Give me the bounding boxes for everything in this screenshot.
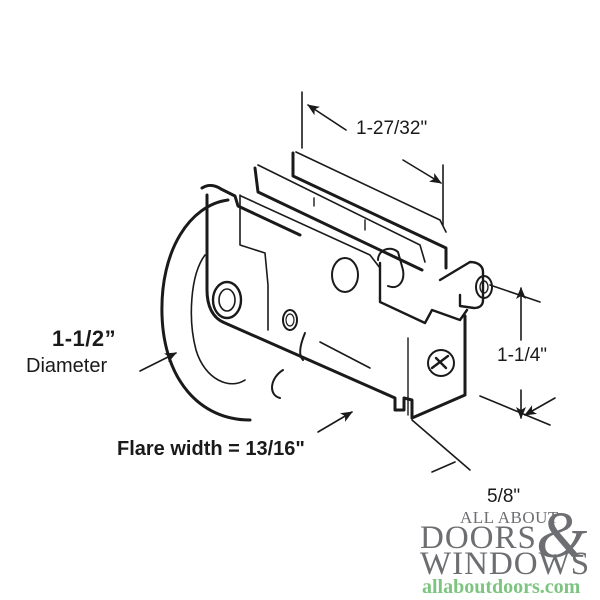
diameter-text-label: Diameter [26,355,108,377]
wheel [160,198,284,422]
logo-line-doors: DOORS [420,520,537,556]
width-dimension-label: 5/8" [487,486,521,507]
brand-logo: ALL ABOUT & DOORS WINDOWS allaboutdoors.… [418,499,600,600]
logo-line-windows: WINDOWS [420,546,591,582]
logo-url: allaboutdoors.com [422,576,581,598]
diameter-value-label: 1-1/2” [52,326,117,351]
logo-ampersand: & [536,499,588,572]
housing-plates [200,151,448,272]
height-dimension-label: 1-1/4" [497,345,548,366]
screw [427,349,455,377]
length-dimension-label: 1-27/32" [356,118,428,139]
logo-line-all-about: ALL ABOUT [460,508,559,527]
flare-width-label: Flare width = 13/16" [117,438,305,460]
bracket [377,247,493,325]
dimension-lines [139,91,556,473]
housing-front [205,193,467,420]
